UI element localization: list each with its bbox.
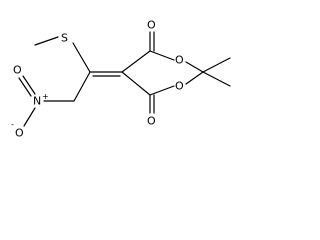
atom-o-carbonyl-top: O xyxy=(147,19,156,32)
bond-o-ring-bottom-c6 xyxy=(149,85,175,96)
bond-vinyl-ch2 xyxy=(73,71,91,102)
bond-methyl-s xyxy=(34,36,59,46)
atom-o-nitro-double: O xyxy=(13,64,22,77)
bond-c4-o-ring xyxy=(149,50,175,61)
bond-n-o-double-second xyxy=(18,77,32,97)
atom-o-nitro: O xyxy=(15,127,24,140)
bond-n-o-double xyxy=(22,75,36,95)
atom-n-charge: + xyxy=(42,92,49,101)
structure-diagram: S O O O O N + O O - xyxy=(0,0,245,155)
atom-o-ring-top: O xyxy=(175,54,184,67)
atom-o-ring-bottom: O xyxy=(175,80,184,93)
atom-n: N xyxy=(33,95,41,108)
atom-s: S xyxy=(61,32,68,45)
bond-c2-methyl-down xyxy=(202,71,231,87)
bond-n-o-minus xyxy=(23,107,36,127)
atom-labels: S O O O O N + O O - xyxy=(11,19,184,140)
bond-o-ring-c2 xyxy=(185,61,204,73)
bonds xyxy=(18,31,231,127)
bond-c2-methyl-up xyxy=(202,57,231,73)
bond-c6-c5 xyxy=(121,71,151,96)
bond-s-vinyl xyxy=(72,42,91,73)
molecule-drawing: S O O O O N + O O - xyxy=(11,19,231,140)
atom-o-nitro-charge: - xyxy=(11,120,14,129)
bond-c2-o-ring-bottom xyxy=(185,71,204,85)
bond-c5-c4 xyxy=(121,50,151,73)
atom-o-carbonyl-bottom: O xyxy=(147,115,156,128)
